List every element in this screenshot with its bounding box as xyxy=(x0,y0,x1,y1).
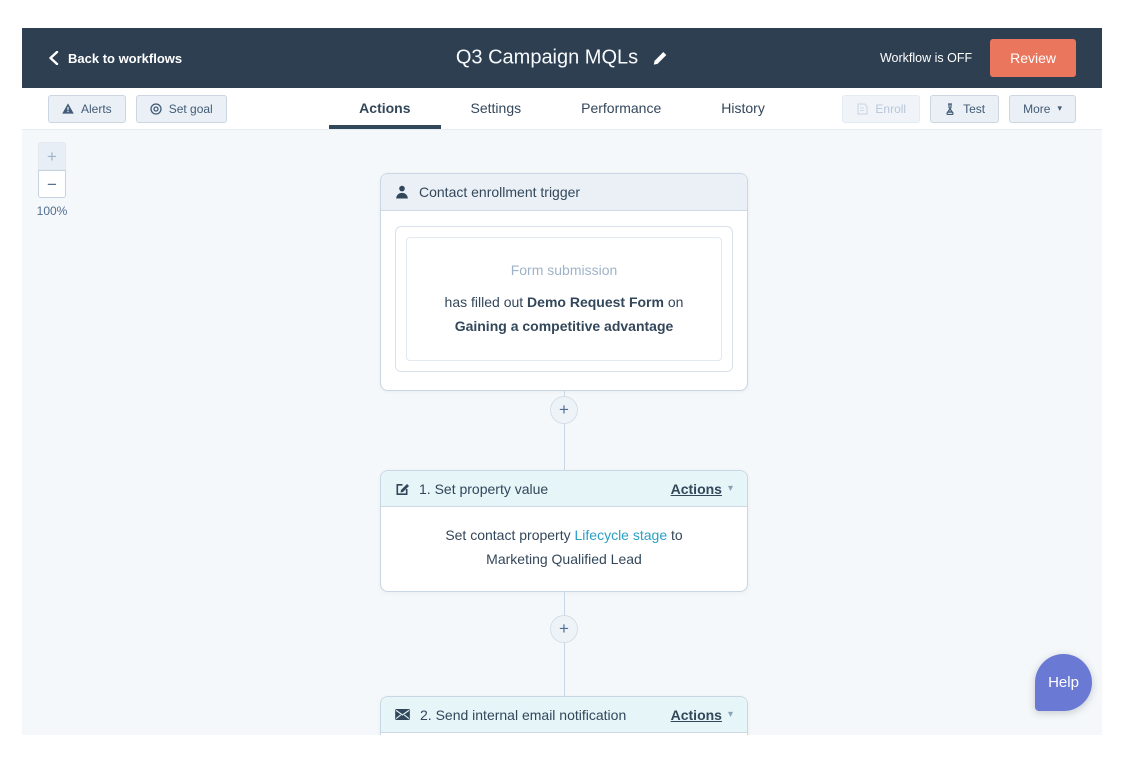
enroll-icon xyxy=(856,102,869,115)
connector: + xyxy=(380,391,748,470)
action2-title: 2. Send internal email notification xyxy=(420,706,627,723)
set-property-edit-icon xyxy=(395,482,409,496)
zoom-in-button[interactable]: + xyxy=(38,142,66,170)
chevron-down-icon: ▾ xyxy=(1057,103,1062,113)
connector: + xyxy=(380,592,748,696)
action-card-1[interactable]: 1. Set property value Actions ▾ Set cont… xyxy=(380,470,748,592)
tab-settings[interactable]: Settings xyxy=(470,100,522,116)
trigger-form-name: Demo Request Form xyxy=(527,294,664,310)
action1-actions-label: Actions xyxy=(670,480,722,497)
tab-performance[interactable]: Performance xyxy=(581,100,662,116)
test-flask-icon xyxy=(944,102,956,115)
contact-person-icon xyxy=(395,185,409,199)
top-navbar: Back to workflows Q3 Campaign MQLs Workf… xyxy=(22,28,1102,88)
action2-actions-label: Actions xyxy=(670,706,722,723)
action1-body-mid: to xyxy=(667,527,683,543)
action-card-2[interactable]: 2. Send internal email notification Acti… xyxy=(380,696,748,735)
test-label: Test xyxy=(963,101,986,116)
trigger-line-suffix: on xyxy=(663,294,684,310)
enroll-label: Enroll xyxy=(875,101,907,116)
alert-triangle-icon xyxy=(62,103,74,114)
email-envelope-icon xyxy=(395,709,410,720)
zoom-controls: + − 100% xyxy=(32,142,72,218)
editor-toolbar: Actions Settings Performance History Ale… xyxy=(22,88,1102,130)
action1-body: Set contact property Lifecycle stage to … xyxy=(381,507,747,591)
goal-target-icon xyxy=(150,102,162,115)
test-button[interactable]: Test xyxy=(930,94,1000,123)
action1-value: Marketing Qualified Lead xyxy=(486,551,642,567)
zoom-level-label: 100% xyxy=(36,204,68,218)
trigger-card-title: Contact enrollment trigger xyxy=(419,184,581,200)
back-to-workflows-link[interactable]: Back to workflows xyxy=(48,51,182,66)
action2-header: 2. Send internal email notification Acti… xyxy=(381,697,747,733)
chevron-down-icon: ▾ xyxy=(727,483,733,494)
trigger-filter-type: Form submission xyxy=(510,262,618,278)
enroll-button[interactable]: Enroll xyxy=(842,94,921,123)
set-goal-button[interactable]: Set goal xyxy=(135,94,227,123)
trigger-card-header: Contact enrollment trigger xyxy=(381,174,747,211)
trigger-criteria: Form submission has filled out Demo Requ… xyxy=(406,237,722,361)
more-button[interactable]: More ▾ xyxy=(1009,94,1076,123)
alerts-label: Alerts xyxy=(81,101,112,116)
add-action-button[interactable]: + xyxy=(550,396,578,424)
action1-property-link: Lifecycle stage xyxy=(574,527,668,543)
trigger-criteria-group: Form submission has filled out Demo Requ… xyxy=(395,226,733,372)
edit-title-pencil-icon[interactable] xyxy=(653,51,668,66)
workflow-editor-app: Back to workflows Q3 Campaign MQLs Workf… xyxy=(22,28,1102,735)
tab-history[interactable]: History xyxy=(721,100,765,116)
zoom-out-button[interactable]: − xyxy=(38,170,66,198)
editor-tabs: Actions Settings Performance History xyxy=(22,88,1102,129)
back-label: Back to workflows xyxy=(68,50,183,66)
workflow-flow-column: Contact enrollment trigger Form submissi… xyxy=(380,173,748,735)
back-chevron-icon xyxy=(48,51,59,65)
action1-actions-menu[interactable]: Actions ▾ xyxy=(671,481,733,497)
workflow-title: Q3 Campaign MQLs xyxy=(455,46,639,69)
trigger-card-body: Form submission has filled out Demo Requ… xyxy=(381,211,747,390)
chevron-down-icon: ▾ xyxy=(727,709,733,720)
tab-actions[interactable]: Actions xyxy=(329,88,441,129)
alerts-button[interactable]: Alerts xyxy=(48,94,126,123)
review-button[interactable]: Review xyxy=(990,39,1076,77)
action1-header: 1. Set property value Actions ▾ xyxy=(381,471,747,507)
enrollment-trigger-card[interactable]: Contact enrollment trigger Form submissi… xyxy=(380,173,748,391)
add-action-button[interactable]: + xyxy=(550,615,578,643)
workflow-status-text: Workflow is OFF xyxy=(879,51,973,65)
help-button[interactable]: Help xyxy=(1035,654,1092,711)
action2-actions-menu[interactable]: Actions ▾ xyxy=(671,707,733,723)
set-goal-label: Set goal xyxy=(168,101,213,116)
action1-title: 1. Set property value xyxy=(419,480,549,497)
action1-body-prefix: Set contact property xyxy=(445,527,575,543)
workflow-canvas: + − 100% Contact enrollment trigger Form… xyxy=(22,130,1102,735)
trigger-line-prefix: has filled out xyxy=(444,294,528,310)
more-label: More xyxy=(1023,101,1051,116)
trigger-page-name: Gaining a competitive advantage xyxy=(454,318,674,334)
